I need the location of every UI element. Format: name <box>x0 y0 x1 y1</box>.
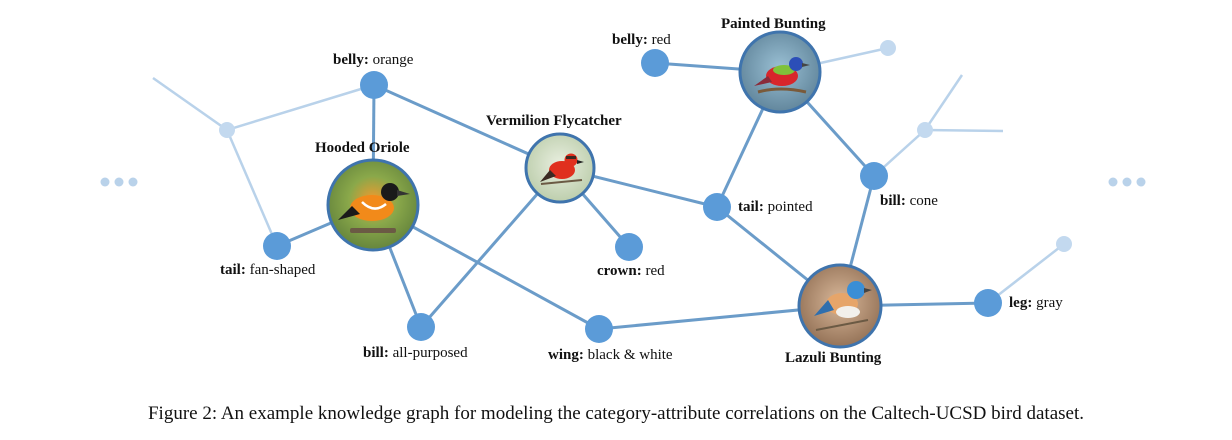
faint-edge <box>152 76 228 132</box>
attribute-label-tail-fan-shaped: tail: fan-shaped <box>220 261 315 279</box>
category-title-painted-bunting: Painted Bunting <box>721 16 826 32</box>
attribute-node-leg-gray <box>974 289 1002 317</box>
ellipsis-right-icon <box>1108 177 1146 187</box>
category-node-hooded-oriole <box>326 158 420 252</box>
faint-node <box>880 40 896 56</box>
attribute-node-bill-cone <box>860 162 888 190</box>
flycatcher-bird-icon <box>540 153 584 185</box>
faint-node <box>219 122 235 138</box>
faint-edge <box>226 83 375 132</box>
attribute-value: black & white <box>587 347 673 363</box>
attribute-node-tail-pointed <box>703 193 731 221</box>
category-node-vermilion-flycatcher <box>524 132 596 204</box>
attribute-name: belly: <box>333 52 369 68</box>
attribute-name: crown: <box>597 263 642 279</box>
attribute-name: bill: <box>363 345 389 361</box>
attribute-value: gray <box>1036 295 1063 311</box>
figure-caption: Figure 2: An example knowledge graph for… <box>147 403 1084 424</box>
attribute-label-wing-black-white: wing: black & white <box>548 346 673 364</box>
attribute-label-belly-red: belly: red <box>612 31 671 49</box>
category-node-lazuli-bunting <box>797 263 883 349</box>
attribute-name: leg: <box>1009 295 1033 311</box>
attribute-label-tail-pointed: tail: pointed <box>738 198 813 216</box>
attribute-node-belly-orange <box>360 71 388 99</box>
attribute-node-tail-fan-shaped <box>263 232 291 260</box>
category-title-hooded-oriole: Hooded Oriole <box>315 140 410 156</box>
attribute-name: bill: <box>880 193 906 209</box>
attribute-label-belly-orange: belly: orange <box>333 51 413 69</box>
attribute-label-leg-gray: leg: gray <box>1009 294 1063 312</box>
attribute-value: all-purposed <box>392 345 468 361</box>
attribute-value: pointed <box>767 199 813 215</box>
painted-bunting-bird-icon <box>754 57 810 94</box>
faint-edge <box>225 129 279 247</box>
faint-nodes <box>219 40 1072 252</box>
knowledge-graph <box>100 30 1146 349</box>
faint-edge <box>924 128 1004 133</box>
attribute-node-bill-all-purposed <box>407 313 435 341</box>
faint-edge <box>923 74 964 131</box>
ellipsis-left-icon <box>100 177 138 187</box>
attribute-label-bill-cone: bill: cone <box>880 192 938 210</box>
category-title-vermilion-flycatcher: Vermilion Flycatcher <box>486 113 622 129</box>
attribute-name: belly: <box>612 32 648 48</box>
attribute-value: red <box>651 32 671 48</box>
attribute-name: tail: <box>220 262 246 278</box>
faint-node <box>917 122 933 138</box>
attribute-value: red <box>645 263 665 279</box>
attribute-value: fan-shaped <box>249 262 316 278</box>
attribute-nodes <box>263 49 1002 343</box>
category-title-lazuli-bunting: Lazuli Bunting <box>785 350 882 366</box>
faint-edge <box>987 243 1065 304</box>
faint-node <box>1056 236 1072 252</box>
oriole-bird-icon <box>338 183 410 233</box>
attribute-value: orange <box>372 52 414 68</box>
category-node-painted-bunting <box>738 30 822 114</box>
attribute-node-crown-red <box>615 233 643 261</box>
attribute-name: tail: <box>738 199 764 215</box>
lazuli-bunting-bird-icon <box>814 281 872 331</box>
attribute-node-wing-black-white <box>585 315 613 343</box>
attribute-value: cone <box>909 193 938 209</box>
attribute-name: wing: <box>548 347 584 363</box>
attribute-node-belly-red <box>641 49 669 77</box>
attribute-label-bill-all-purposed: bill: all-purposed <box>363 344 468 362</box>
attribute-label-crown-red: crown: red <box>597 262 665 280</box>
